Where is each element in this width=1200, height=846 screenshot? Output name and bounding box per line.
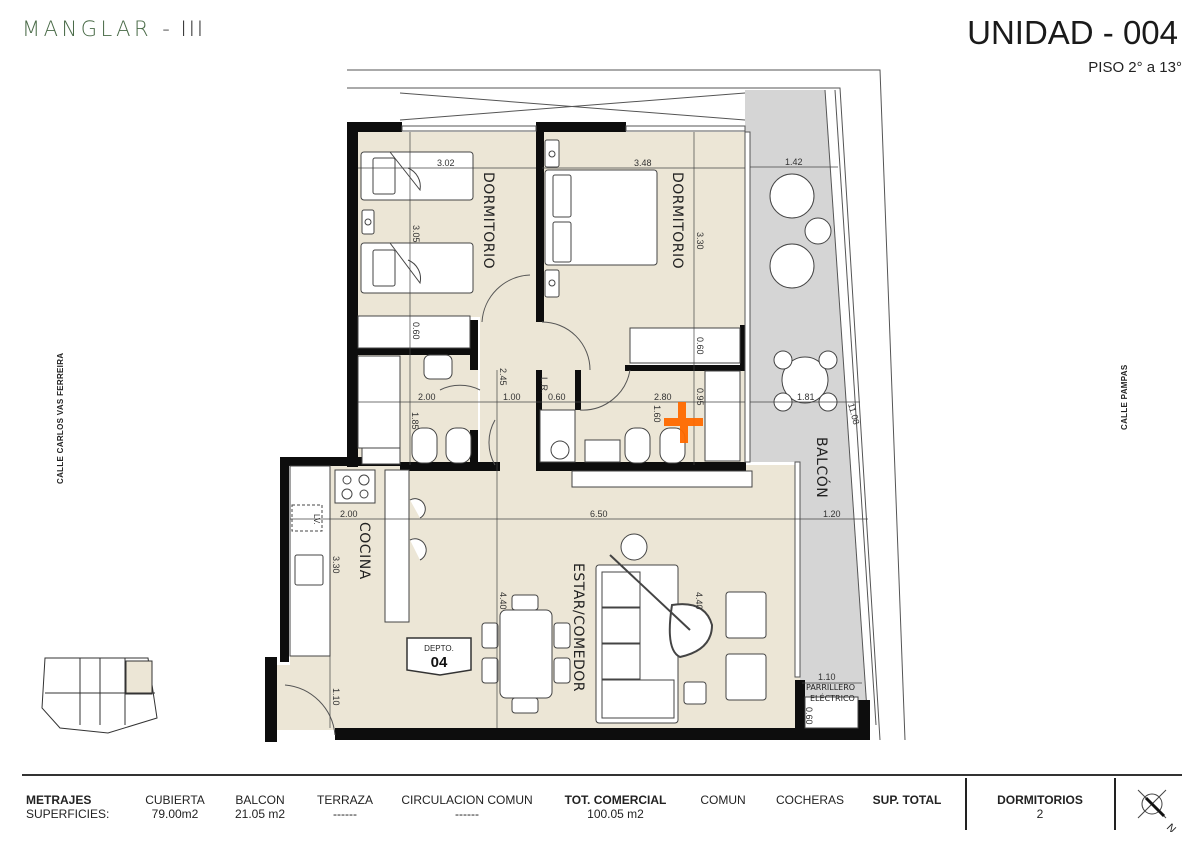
dim-bed2-depth: 3.30	[695, 232, 705, 250]
dim-bath1-width: 2.00	[418, 392, 436, 402]
area-tot-comercial-value: 100.05 m2	[587, 807, 644, 821]
brand-suffix: - III	[162, 17, 206, 41]
dim-hall-height: 2.45	[498, 368, 508, 386]
grill-box	[804, 696, 859, 729]
dim-balcony-top: 1.42	[785, 157, 803, 167]
footer-separator-2	[1114, 778, 1116, 830]
dim-bath2-depth: 1.60	[652, 405, 662, 423]
room-label-balcony: BALCÓN	[813, 437, 831, 498]
floor-range: PISO 2° a 13°	[1088, 59, 1182, 76]
area-terraza-label: TERRAZA	[316, 793, 373, 807]
balcony-furniture	[769, 173, 838, 412]
footer-divider	[22, 774, 1182, 776]
dim-closet2: 0.60	[695, 337, 705, 355]
laundry-label: L.R.	[539, 377, 549, 394]
grill-label: PARRILLERO	[806, 683, 855, 692]
area-terraza-value: ------	[333, 807, 357, 821]
window-frames	[401, 125, 801, 678]
metrajes-label: METRAJES SUPERFICIES:	[26, 793, 109, 821]
bedrooms-count: DORMITORIOS 2	[990, 793, 1090, 821]
dimension-lines	[290, 132, 868, 728]
area-cocheras-label: COCHERAS	[775, 793, 844, 807]
room-label-kitchen: COCINA	[356, 522, 372, 580]
area-tot-comercial: TOT. COMERCIAL 100.05 m2	[558, 793, 673, 821]
area-sup-total-label: SUP. TOTAL	[872, 793, 942, 807]
area-balcon-value: 21.05 m2	[234, 807, 286, 821]
brand-name: MANGLAR	[22, 17, 153, 41]
area-tot-comercial-label: TOT. COMERCIAL	[564, 793, 667, 807]
closets	[357, 315, 741, 462]
walls	[265, 122, 870, 742]
double-bed	[544, 139, 658, 298]
area-cubierta: CUBIERTA 79.00m2	[140, 793, 210, 821]
dim-bed1-width: 3.02	[437, 158, 455, 168]
room-label-bedroom-1: DORMITORIO	[480, 172, 496, 269]
area-comun: COMUN	[690, 793, 756, 807]
dim-grill-width: 1.10	[818, 672, 836, 682]
area-terraza: TERRAZA ------	[310, 793, 380, 821]
unit-badge-number: 04	[431, 654, 448, 671]
area-balcon-label: BALCON	[235, 793, 285, 807]
dim-bed2-width: 3.48	[634, 158, 652, 168]
living-set	[595, 533, 767, 724]
unit-badge-label: DEPTO.	[424, 644, 454, 653]
building-outline	[347, 69, 906, 741]
area-cubierta-label: CUBIERTA	[145, 793, 205, 807]
dim-kitchen-width: 2.00	[340, 509, 358, 519]
watermark-logo	[664, 402, 703, 443]
dim-living-depth-left: 4.40	[498, 592, 508, 610]
area-cocheras: COCHERAS	[770, 793, 850, 807]
dim-living-width: 6.50	[590, 509, 608, 519]
dim-bath2-width: 2.80	[654, 392, 672, 402]
dim-balcony-table: 1.81	[797, 392, 815, 402]
dim-bath2-side: 0.95	[695, 388, 705, 406]
unit-title: UNIDAD - 004	[967, 14, 1178, 51]
footer-separator-1	[965, 778, 967, 830]
room-label-bedroom-2: DORMITORIO	[669, 172, 685, 269]
dim-balcony-mid: 1.20	[823, 509, 841, 519]
bedrooms-value: 2	[1036, 807, 1044, 821]
dining-set	[481, 594, 571, 714]
dim-living-depth-right: 4.40	[694, 592, 704, 610]
twin-beds	[360, 151, 474, 294]
grill-label-2: ELÉCTRICO	[810, 692, 855, 703]
key-plan	[41, 657, 158, 734]
metrajes-label-1: METRAJES	[26, 793, 92, 807]
kitchen-fixtures	[289, 465, 427, 657]
metrajes-label-2: SUPERFICIES:	[26, 807, 110, 821]
area-balcon: BALCON 21.05 m2	[225, 793, 295, 821]
floor-plan: 3.02 3.48 1.42 3.05 3.30 0.60 0.60 2.00 …	[41, 69, 906, 742]
area-sup-total: SUP. TOTAL	[864, 793, 950, 807]
bedrooms-label: DORMITORIOS	[997, 793, 1083, 807]
unit-badge: DEPTO. 04	[406, 637, 472, 676]
dim-closet1: 0.60	[411, 322, 421, 340]
door-swings	[284, 274, 631, 736]
balcony-floor	[745, 90, 868, 725]
area-circulacion-value: ------	[455, 807, 479, 821]
area-circulacion-label: CIRCULACION COMUN	[401, 793, 533, 807]
bathroom-fixtures	[361, 354, 753, 488]
area-circulacion: CIRCULACION COMUN ------	[393, 793, 541, 821]
dim-hall-width: 1.00	[503, 392, 521, 402]
area-comun-label: COMUN	[700, 793, 746, 807]
dim-bed1-depth: 3.05	[411, 225, 421, 243]
project-brand: MANGLAR - III	[22, 17, 205, 41]
area-cubierta-value: 79.00m2	[151, 807, 199, 821]
dim-kitchen-depth: 3.30	[331, 556, 341, 574]
dishwasher-label: LV.	[312, 514, 321, 525]
dim-entry-depth: 1.10	[331, 688, 341, 706]
dim-grill-depth: 0.60	[804, 707, 814, 725]
room-label-living: ESTAR/COMEDOR	[570, 563, 586, 692]
dim-bath1-depth: 1.85	[410, 412, 420, 430]
dim-laundry-width: 0.60	[548, 392, 566, 402]
compass-north-label: N	[1164, 822, 1178, 832]
north-compass-icon: N	[1137, 789, 1178, 832]
